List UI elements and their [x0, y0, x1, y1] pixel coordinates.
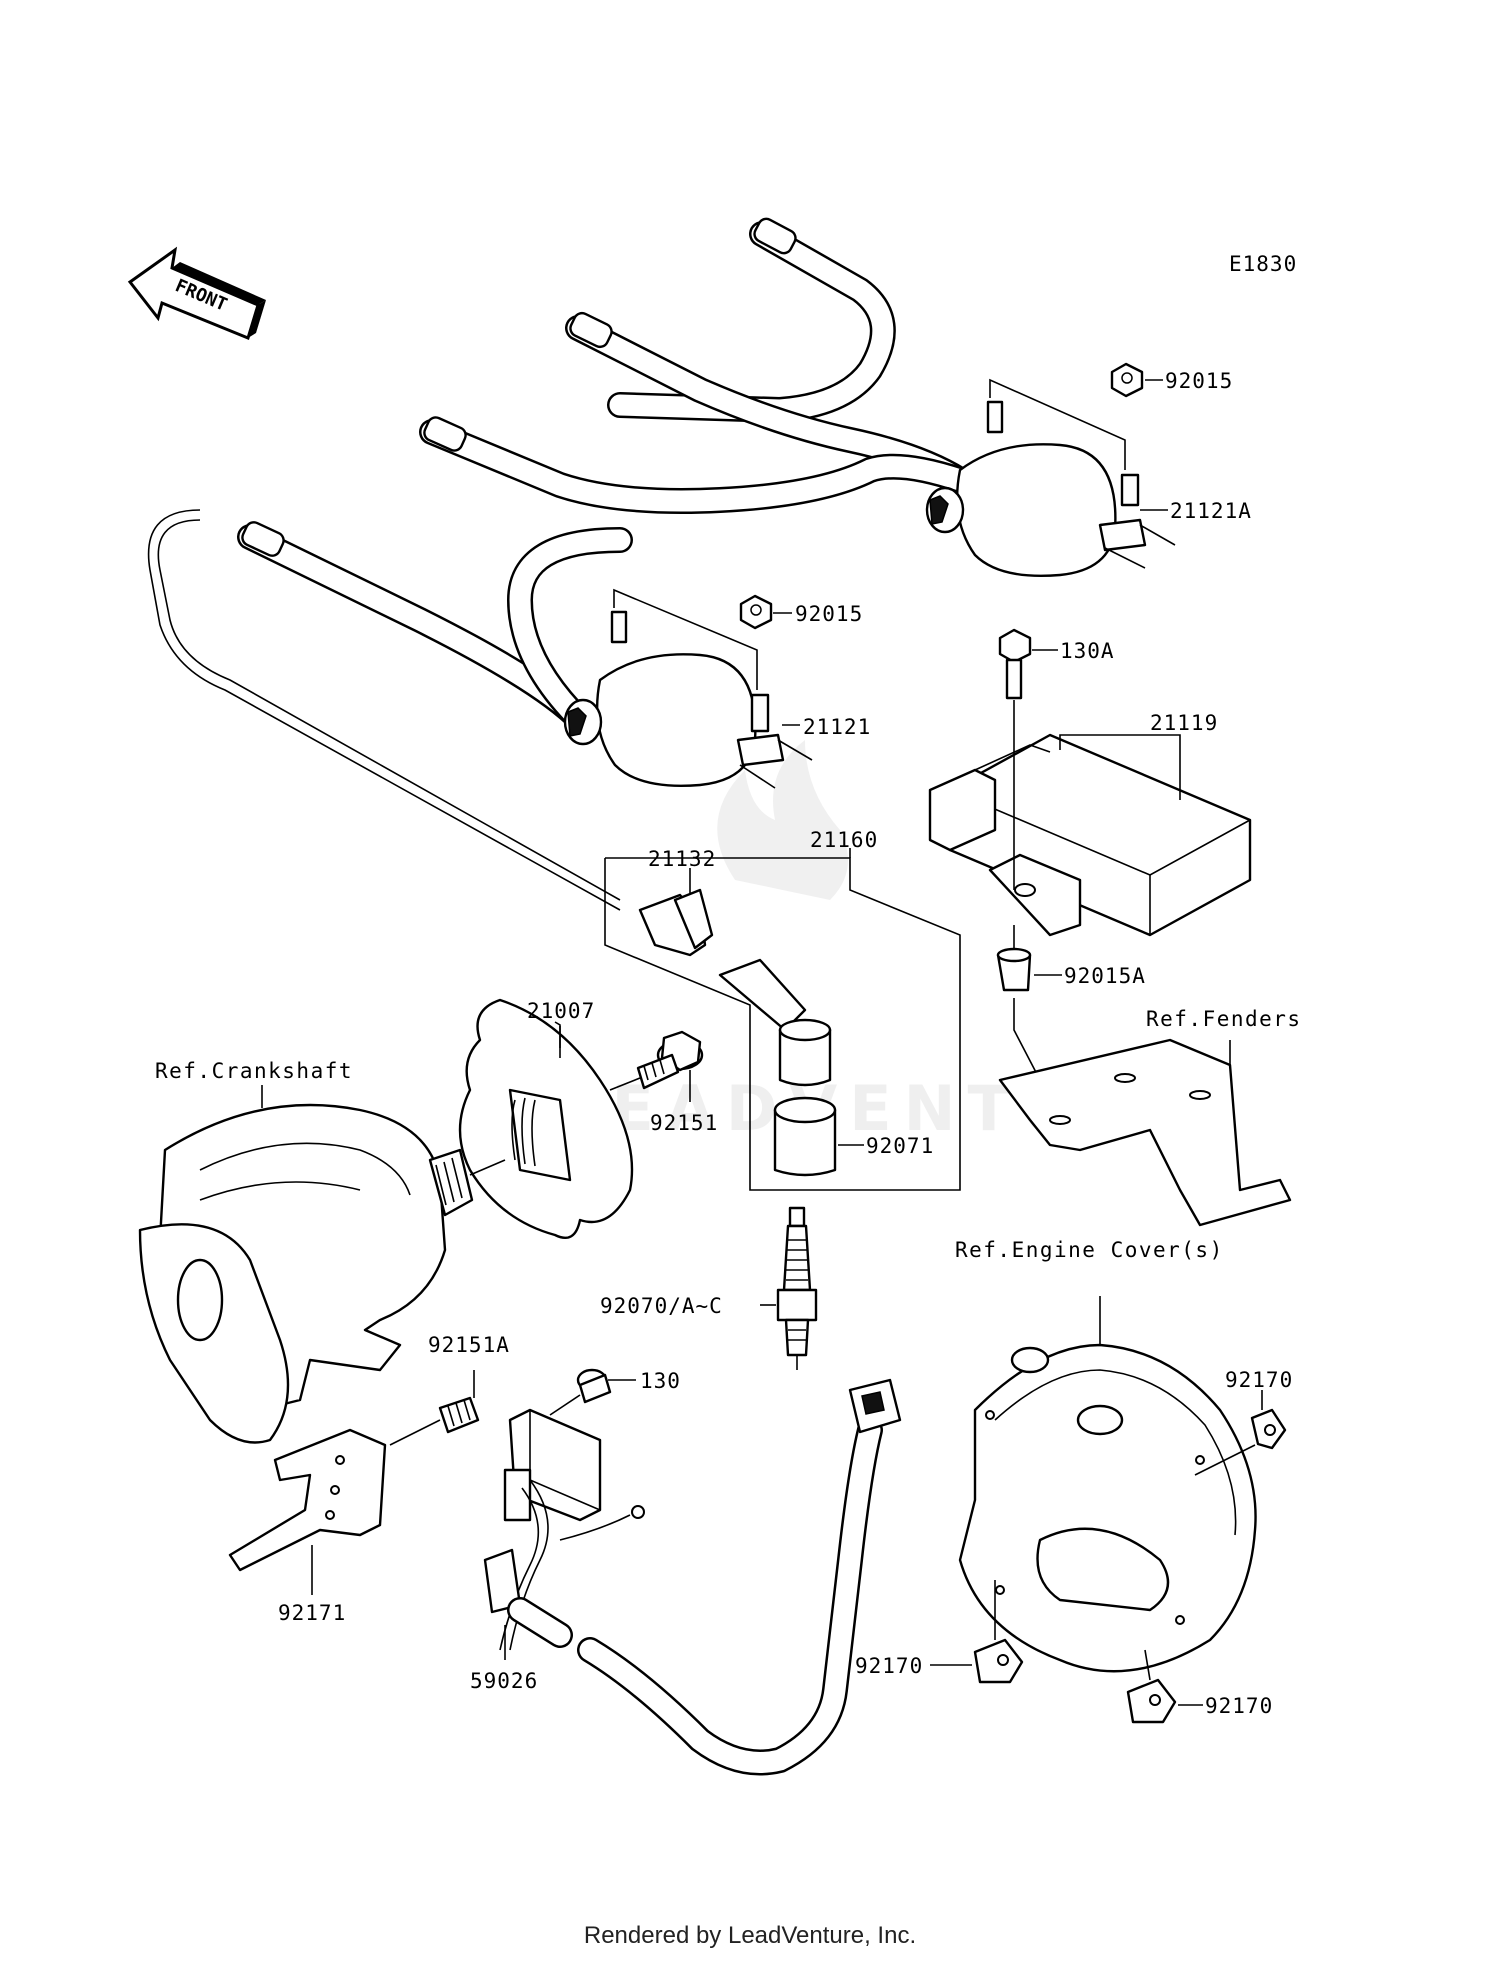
rotor-plate [458, 998, 634, 1240]
label-rotor-plate: 21007 [527, 999, 595, 1023]
nut-lower [739, 594, 792, 630]
clamp-right [1250, 1390, 1287, 1450]
spark-plug [760, 1206, 818, 1370]
ignition-coil-upper [925, 378, 1176, 577]
high-tension-wires [147, 217, 973, 911]
bolt-130 [549, 1368, 636, 1416]
ref-crankshaft: Ref.Crankshaft [155, 1059, 353, 1083]
plug-cap-set-box [604, 848, 961, 1191]
label-coil-lower: 21121 [803, 715, 871, 739]
ref-fenders: Ref.Fenders [1146, 1007, 1302, 1031]
plug-cap [638, 868, 714, 957]
label-bolt-130: 130 [640, 1369, 681, 1393]
ignition-coil-lower [563, 588, 813, 789]
label-cap: 21132 [648, 847, 716, 871]
bolt-130a [998, 628, 1058, 890]
label-clamp-bottom-right: 92170 [1205, 1694, 1273, 1718]
label-bolt-small: 92151A [428, 1333, 510, 1357]
plug-boot [718, 958, 832, 1087]
fender-bracket [998, 1038, 1292, 1227]
label-bolt-130a: 130A [1060, 639, 1115, 663]
label-collar: 92015A [1064, 964, 1146, 988]
engine-cover [958, 1296, 1257, 1681]
label-clamp-right: 92170 [1225, 1368, 1293, 1392]
seal-92071 [773, 1096, 864, 1177]
label-igniter: 21119 [1150, 711, 1218, 735]
label-coil-upper: 21121A [1170, 499, 1252, 523]
label-bracket: 92171 [278, 1601, 346, 1625]
label-pickup-coil: 59026 [470, 1669, 538, 1693]
bolt-92151a [389, 1370, 480, 1446]
label-clamp-bottom-left: 92170 [855, 1654, 923, 1678]
clamp-bottom-right [1126, 1678, 1203, 1724]
footer-credit: Rendered by LeadVenture, Inc. [583, 1922, 917, 1949]
crankshaft [138, 1085, 506, 1444]
nut-upper [1110, 362, 1163, 398]
label-spark-plug: 92070/A~C [600, 1294, 723, 1318]
front-arrow-icon: FRONT [127, 246, 266, 341]
label-nut-upper: 92015 [1165, 369, 1233, 393]
collar-92015a [996, 925, 1062, 1081]
ref-engine-cover: Ref.Engine Cover(s) [955, 1238, 1224, 1262]
bracket-92171 [228, 1428, 387, 1595]
label-plug-cap-set: 21160 [810, 828, 878, 852]
igniter-unit [928, 733, 1252, 937]
label-nut-lower: 92015 [795, 602, 863, 626]
bolt-92151 [609, 1030, 704, 1102]
label-bolt-rotor: 92151 [650, 1111, 718, 1135]
pickup-coil [483, 1378, 902, 1776]
label-seal: 92071 [866, 1134, 934, 1158]
diagram-code: E1830 [1229, 252, 1297, 276]
clamp-bottom-left [930, 1638, 1024, 1684]
